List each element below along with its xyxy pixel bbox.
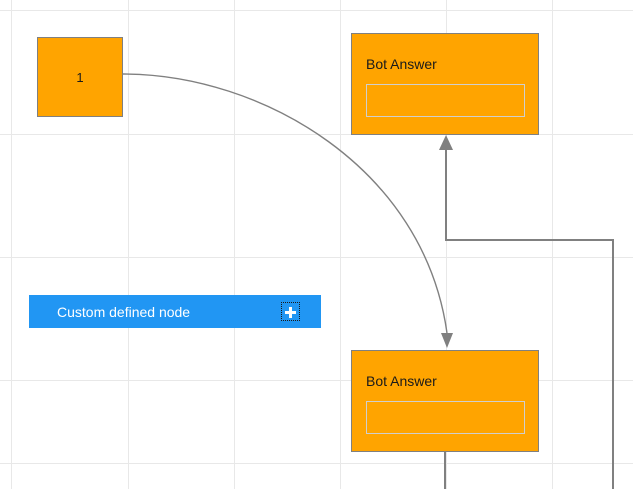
edge-orthogonal[interactable] — [439, 135, 614, 489]
node-1[interactable]: 1 — [37, 37, 123, 117]
edge-curved-arrowhead-down — [441, 333, 453, 348]
node-bot-answer-bottom[interactable]: Bot Answer — [351, 350, 539, 452]
plus-icon[interactable] — [281, 302, 300, 321]
custom-defined-node-label: Custom defined node — [57, 303, 191, 320]
node-title: Bot Answer — [366, 373, 437, 389]
node-bot-answer-top[interactable]: Bot Answer — [351, 33, 539, 135]
node-1-label: 1 — [76, 69, 84, 85]
edge-curved-path — [122, 73, 448, 334]
node-slot[interactable] — [366, 84, 525, 117]
edge-orthogonal-arrowhead-up — [439, 135, 453, 150]
node-slot[interactable] — [366, 401, 525, 434]
custom-defined-node-bar[interactable]: Custom defined node — [29, 295, 321, 328]
edge-orthogonal-path — [445, 148, 614, 489]
node-title: Bot Answer — [366, 56, 437, 72]
edge-curved[interactable] — [122, 73, 453, 348]
plus-icon-vertical-bar — [289, 307, 292, 318]
